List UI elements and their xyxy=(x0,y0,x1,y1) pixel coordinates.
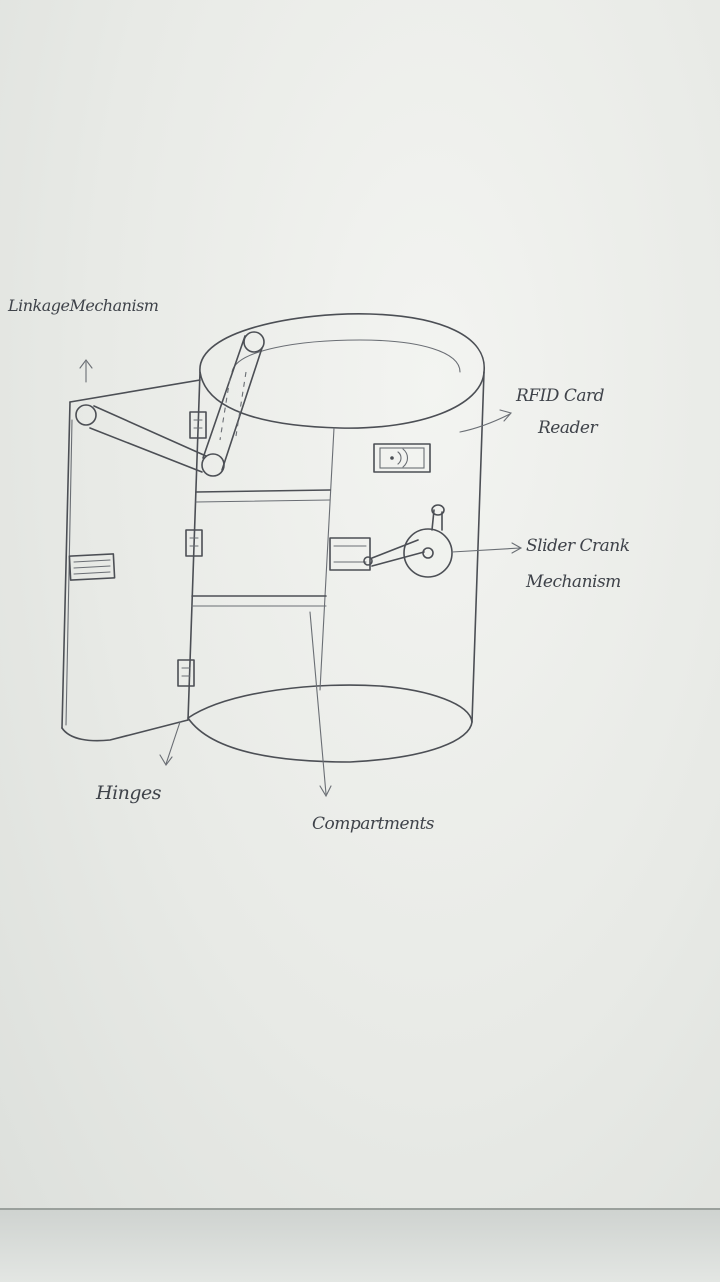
rfid-reader-label-line1: RFID Card xyxy=(516,386,604,406)
linkage-mechanism-label: LinkageMechanism xyxy=(8,296,158,315)
slider-crank-mechanism xyxy=(330,505,452,577)
slider-crank-label-line1: Slider Crank xyxy=(526,536,630,556)
hinges-label: Hinges xyxy=(96,782,161,804)
linkage-mechanism xyxy=(76,332,264,476)
compartments-label: Compartments xyxy=(312,814,434,834)
rfid-reader xyxy=(374,444,430,472)
slider-crank-label-line2: Mechanism xyxy=(526,572,621,592)
rfid-reader-label-line2: Reader xyxy=(538,418,597,438)
compartment xyxy=(192,490,330,606)
hinges xyxy=(178,412,206,686)
